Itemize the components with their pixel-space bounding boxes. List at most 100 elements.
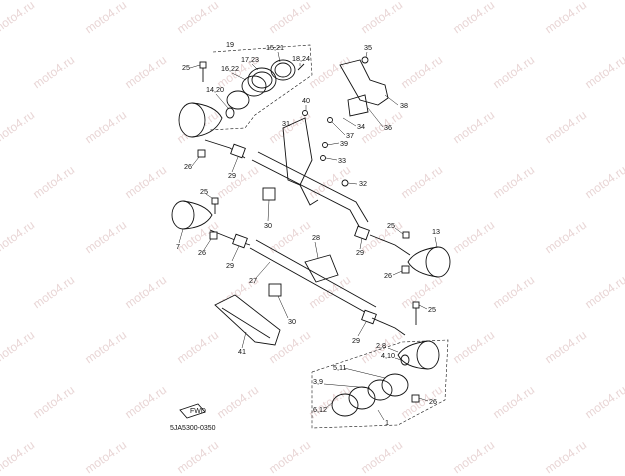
leader-30-upper <box>267 199 270 222</box>
signal-housing-front-right <box>397 340 429 370</box>
bulb-14-20 <box>225 107 235 119</box>
leader-7 <box>178 228 184 244</box>
nut-26-mid <box>209 231 218 240</box>
leader-41 <box>241 331 247 349</box>
callout-26-mid: 26 <box>198 248 206 257</box>
fwd-label: FWD <box>190 408 206 415</box>
rear-left-signal-assembly <box>178 44 313 159</box>
cover-41 <box>214 294 281 346</box>
callout-29-top: 29 <box>228 171 236 180</box>
callout-16-22: 16,22 <box>221 64 239 73</box>
callout-14-20: 14,20 <box>206 85 224 94</box>
bolt-25-right <box>402 231 410 239</box>
leader-15-21 <box>277 51 281 63</box>
callout-26-right: 26 <box>384 271 392 280</box>
callout-17-23: 17,23 <box>241 55 259 64</box>
leader-25-right <box>394 227 404 235</box>
callout-29-mid: 29 <box>226 261 234 270</box>
callout-25-top: 25 <box>182 63 190 72</box>
leader-32 <box>347 182 358 185</box>
callout-30-upper: 30 <box>264 221 272 230</box>
bolt-40 <box>302 110 308 116</box>
bolt-25-top <box>199 61 207 69</box>
leader-39 <box>326 142 340 146</box>
leader-38 <box>384 94 399 106</box>
signal-housing-front-left <box>182 200 213 230</box>
bolt-25-lower <box>412 301 420 309</box>
callout-32: 32 <box>359 179 367 188</box>
callout-26-top: 26 <box>184 162 192 171</box>
front-left-signal-assembly <box>171 197 251 249</box>
stay-38 <box>339 59 389 106</box>
leader-16-22 <box>231 72 247 81</box>
nut-26-upper <box>197 149 206 158</box>
callout-36: 36 <box>384 123 392 132</box>
diagram-code: 5JA5300-0350 <box>170 425 216 432</box>
leader-5-11 <box>343 367 386 379</box>
lens-cover-15-21-inner <box>274 62 292 78</box>
leader-29-top <box>231 156 239 173</box>
gasket-ring-14-20 <box>226 90 250 110</box>
callout-19: 19 <box>226 40 234 49</box>
leader-6-12 <box>325 401 334 409</box>
fwd-arrow-icon: FWD <box>179 403 206 419</box>
signal-housing-rear-left <box>191 102 223 138</box>
grommet-29-lower <box>361 309 377 325</box>
callout-3-9: 3,9 <box>313 377 323 386</box>
lens-ring-16-22 <box>241 75 267 97</box>
leader-25-lower <box>418 304 428 310</box>
grommet-29-upper <box>230 143 246 159</box>
callout-39: 39 <box>340 139 348 148</box>
bracket-31-foot <box>299 184 319 206</box>
leader-26-top <box>191 156 200 167</box>
rear-right-signal-assembly <box>369 231 451 278</box>
callout-29-right: 29 <box>356 248 364 257</box>
leader-25-top <box>189 64 201 69</box>
leader-13 <box>434 236 438 248</box>
callout-33: 33 <box>338 156 346 165</box>
callout-2-8: 2,8 <box>376 341 386 350</box>
callout-13: 13 <box>432 227 440 236</box>
leader-26-lower <box>418 397 429 402</box>
leader-17-23 <box>251 63 259 71</box>
signal-stalk-front-right <box>371 317 406 336</box>
leader-29-right <box>359 237 363 250</box>
signal-lens-rear-left <box>178 102 206 138</box>
bolt-37 <box>327 117 333 123</box>
rear-tube-upper-line-b <box>257 151 369 223</box>
leader-26-right <box>392 270 403 276</box>
callout-15-21: 15,21 <box>266 43 284 52</box>
damper-30-lower <box>268 283 282 297</box>
lens-6-12 <box>348 386 376 410</box>
rear-bracket-assembly <box>251 56 389 229</box>
leader-4-10 <box>394 357 402 361</box>
nut-26-right <box>401 265 410 274</box>
leader-35 <box>365 51 368 58</box>
damper-30-upper <box>262 187 276 201</box>
callout-30-lower: 30 <box>288 317 296 326</box>
callout-labels: 19 25 15,21 17,23 16,22 18,24 14,20 26 3… <box>176 40 440 427</box>
callout-26-lower: 26 <box>429 397 437 406</box>
leader-27 <box>255 261 271 279</box>
signal-lens-front-right <box>416 340 440 370</box>
dashed-group-outline-1 <box>311 339 449 429</box>
bracket-31 <box>282 117 313 186</box>
grommet-29-mid <box>232 233 248 249</box>
callout-35: 35 <box>364 43 372 52</box>
leader-29-mid <box>231 245 240 262</box>
rim-ring-17-23 <box>247 67 277 93</box>
bolt-33 <box>320 155 326 161</box>
callout-38: 38 <box>400 101 408 110</box>
lens-cover-1 <box>331 393 359 417</box>
callout-29-lower: 29 <box>352 336 360 345</box>
front-tube-line-b <box>255 239 377 308</box>
screw-35 <box>361 56 369 64</box>
callout-25-mid: 25 <box>200 187 208 196</box>
callout-34: 34 <box>357 122 365 131</box>
leader-28 <box>314 241 319 259</box>
signal-lens-front-left <box>171 200 195 230</box>
callout-18-24: 18,24 <box>292 54 310 63</box>
bolt-25-mid <box>211 197 219 205</box>
callout-5-11: 5,11 <box>333 363 346 372</box>
